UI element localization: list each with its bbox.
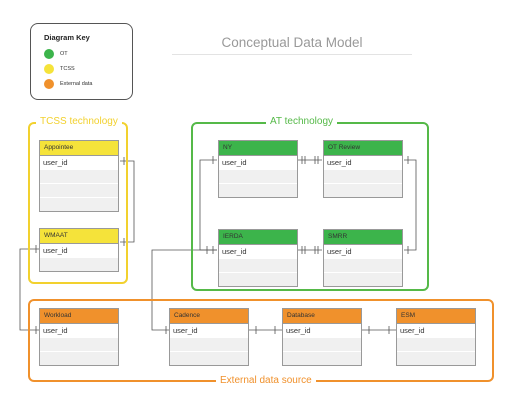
entity-field: user_id [219, 155, 297, 169]
legend-swatch-external [44, 79, 54, 89]
entity-header: SMRR [324, 230, 402, 244]
entity-header: Database [283, 309, 361, 323]
entity-header: Appointee [40, 141, 118, 155]
entity-field: user_id [40, 323, 118, 337]
entity-appointee[interactable]: Appointee user_id [39, 140, 119, 212]
diagram-key-title: Diagram Key [44, 33, 90, 42]
entity-field: user_id [40, 243, 118, 257]
entity-empty-row [219, 258, 297, 272]
entity-empty-row [324, 169, 402, 183]
entity-field: user_id [283, 323, 361, 337]
entity-empty-row [170, 337, 248, 351]
entity-empty-row [170, 351, 248, 365]
entity-workload[interactable]: Workload user_id [39, 308, 119, 366]
legend-swatch-ot [44, 49, 54, 59]
entity-header: OT Review [324, 141, 402, 155]
entity-header: IERDA [219, 230, 297, 244]
legend-item-external: External data [44, 79, 92, 89]
entity-empty-row [324, 183, 402, 197]
diagram-key: Diagram Key OT TCSS External data [30, 23, 133, 100]
legend-item-ot: OT [44, 49, 68, 59]
diagram-title: Conceptual Data Model [221, 35, 363, 50]
entity-empty-row [324, 258, 402, 272]
group-ot-label: AT technology [266, 116, 338, 128]
entity-empty-row [40, 257, 118, 271]
entity-smrr[interactable]: SMRR user_id [323, 229, 403, 287]
entity-ierda[interactable]: IERDA user_id [218, 229, 298, 287]
entity-empty-row [397, 337, 475, 351]
entity-empty-row [40, 183, 118, 197]
entity-header: ESM [397, 309, 475, 323]
entity-field: user_id [219, 244, 297, 258]
entity-empty-row [40, 351, 118, 365]
group-external-label: External data source [216, 375, 316, 387]
entity-empty-row [40, 169, 118, 183]
legend-label-ot: OT [60, 51, 68, 57]
legend-label-external: External data [60, 81, 93, 87]
legend-label-tcss: TCSS [60, 66, 75, 72]
entity-empty-row [219, 272, 297, 286]
entity-header: NY [219, 141, 297, 155]
entity-field: user_id [324, 244, 402, 258]
entity-field: user_id [397, 323, 475, 337]
entity-database[interactable]: Database user_id [282, 308, 362, 366]
entity-ot-review[interactable]: OT Review user_id [323, 140, 403, 198]
entity-empty-row [40, 197, 118, 211]
entity-empty-row [283, 337, 361, 351]
entity-field: user_id [170, 323, 248, 337]
entity-empty-row [283, 351, 361, 365]
entity-empty-row [219, 169, 297, 183]
entity-empty-row [324, 272, 402, 286]
group-tcss-label: TCSS technology [36, 116, 122, 128]
entity-esm[interactable]: ESM user_id [396, 308, 476, 366]
legend-swatch-tcss [44, 64, 54, 74]
entity-header: Cadence [170, 309, 248, 323]
entity-header: Workload [40, 309, 118, 323]
entity-empty-row [219, 183, 297, 197]
title-divider [172, 54, 412, 55]
entity-empty-row [40, 337, 118, 351]
legend-item-tcss: TCSS [44, 64, 75, 74]
entity-header: WMAAT [40, 229, 118, 243]
entity-ny[interactable]: NY user_id [218, 140, 298, 198]
entity-wmaat[interactable]: WMAAT user_id [39, 228, 119, 272]
entity-field: user_id [324, 155, 402, 169]
entity-field: user_id [40, 155, 118, 169]
entity-empty-row [397, 351, 475, 365]
entity-cadence[interactable]: Cadence user_id [169, 308, 249, 366]
